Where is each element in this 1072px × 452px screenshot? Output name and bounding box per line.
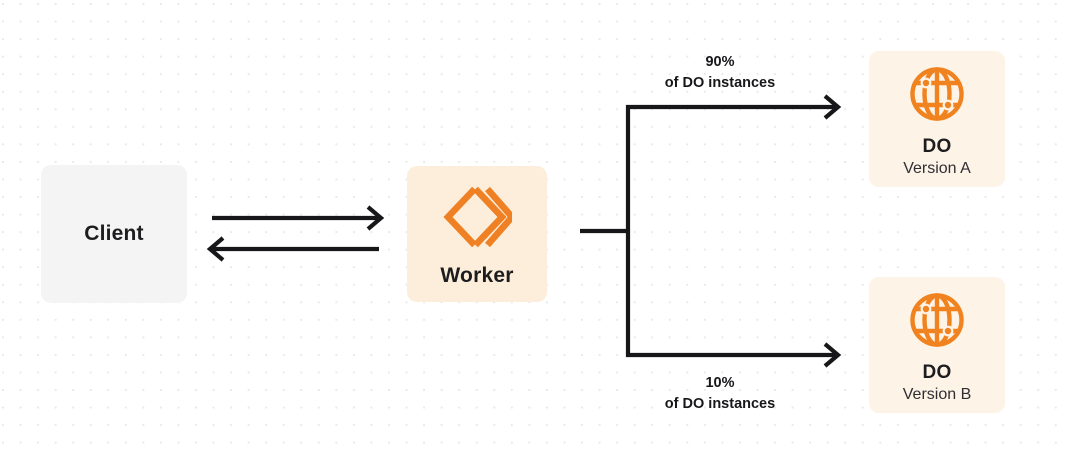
edge-worker-branch-spine: [580, 105, 631, 357]
node-do-a-sublabel: Version A: [903, 159, 971, 177]
edge-label-do-b-percent: 10%: [705, 375, 735, 391]
edge-label-do-a-percent: 90%: [705, 54, 735, 70]
node-do-version-a: DO Version A: [869, 51, 1005, 187]
edge-label-do-a: 90% of DO instances: [612, 52, 828, 93]
edge-worker-to-do-b: [626, 342, 842, 368]
node-do-b-sublabel: Version B: [902, 385, 972, 403]
node-do-a-label: DO: [922, 135, 952, 157]
edge-client-to-worker: [212, 205, 385, 231]
durable-object-globe-icon: [908, 65, 966, 123]
edge-worker-to-do-a: [626, 94, 842, 120]
node-worker-label: Worker: [440, 264, 514, 287]
edge-label-do-b: 10% of DO instances: [612, 373, 828, 414]
node-do-b-label: DO: [922, 361, 952, 383]
node-do-version-b: DO Version B: [869, 277, 1005, 413]
edge-worker-to-client: [206, 236, 379, 262]
durable-object-globe-icon: [908, 291, 966, 349]
edge-label-do-b-text: of DO instances: [664, 395, 776, 412]
node-client-label: Client: [84, 222, 144, 245]
node-worker: Worker: [407, 166, 547, 302]
edge-label-do-a-text: of DO instances: [664, 74, 776, 91]
cloudflare-workers-icon: [442, 186, 512, 248]
node-client: Client: [41, 165, 187, 303]
